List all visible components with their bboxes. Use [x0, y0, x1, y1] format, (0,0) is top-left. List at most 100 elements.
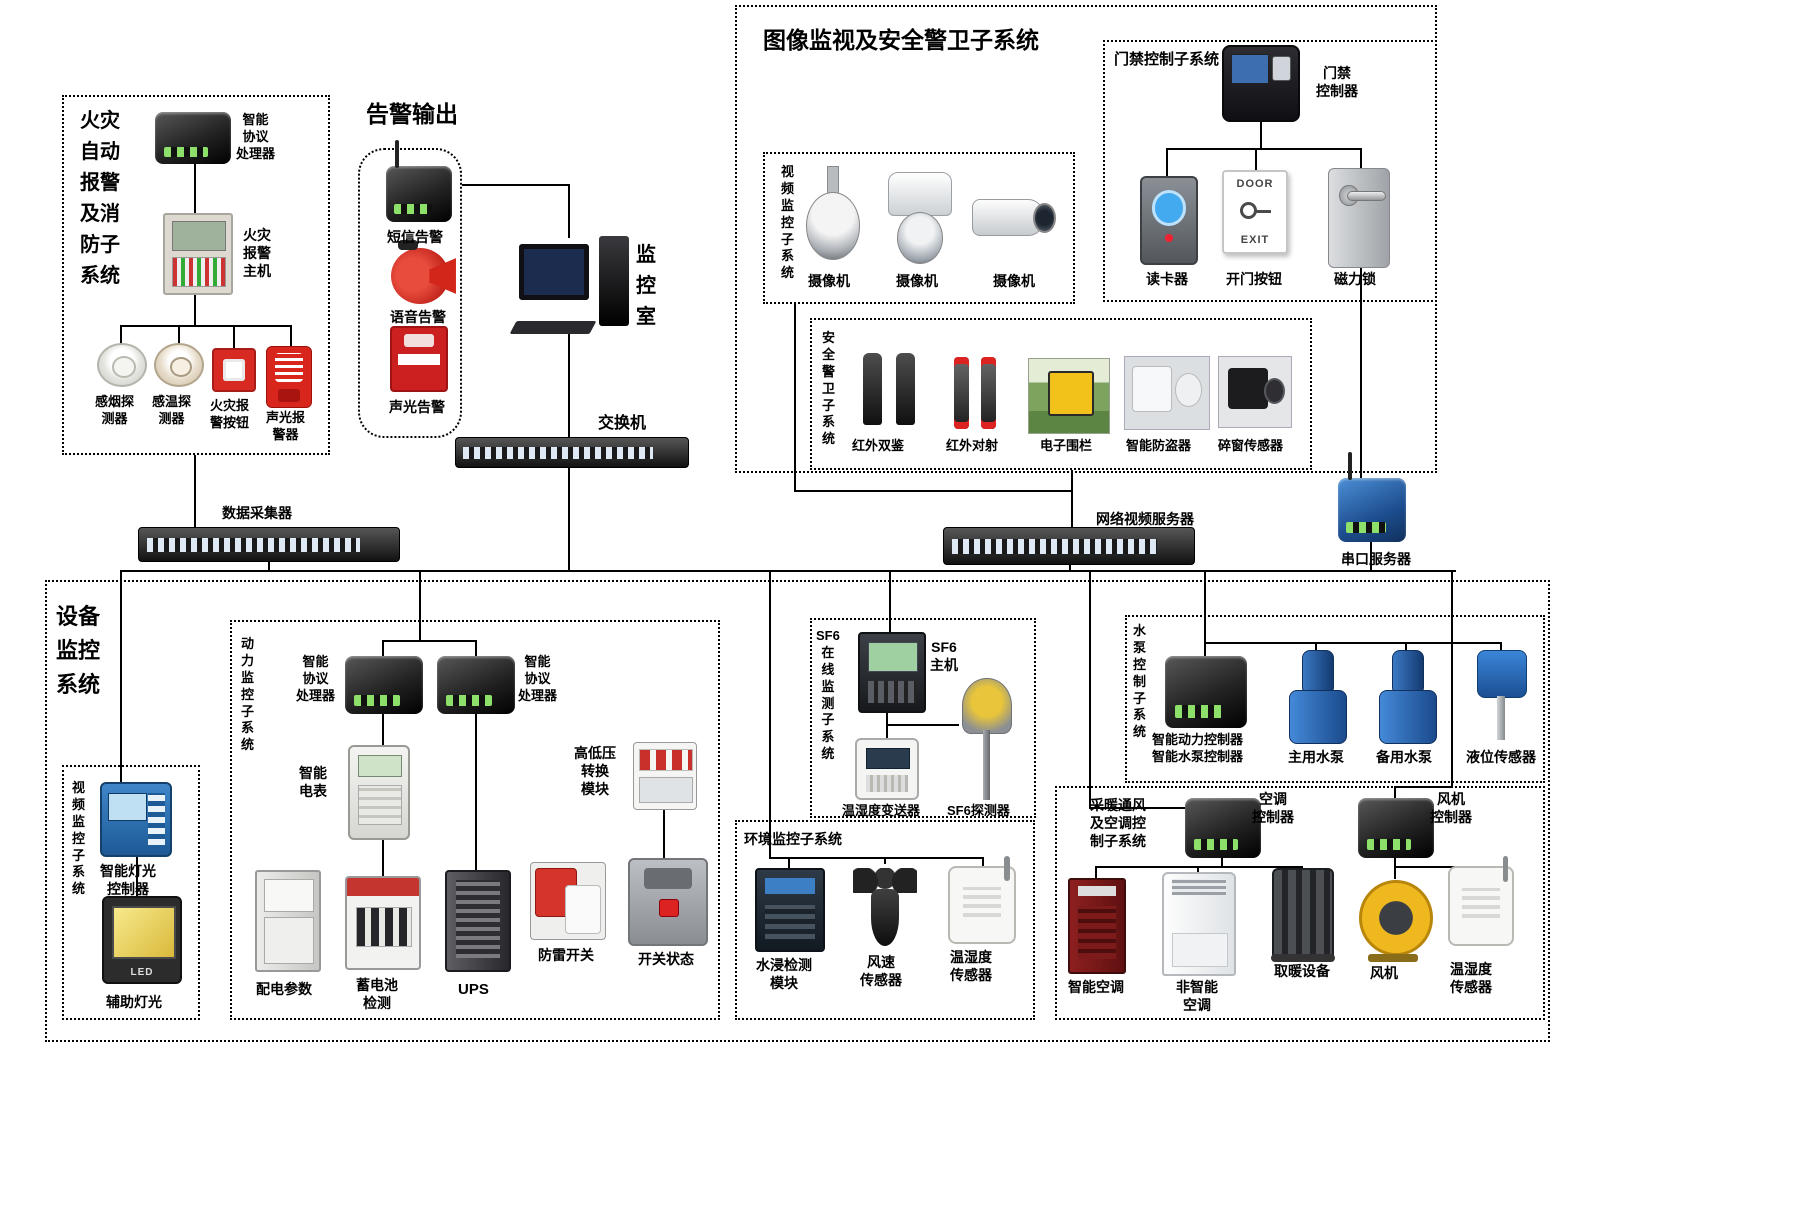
distribution-label: 配电参数	[256, 981, 312, 997]
level-sensor-label: 液位传感器	[1466, 749, 1536, 765]
connector-line	[1069, 565, 1071, 571]
fire-sounder-device	[266, 346, 312, 408]
connector-line	[568, 184, 570, 238]
smart-ac-device	[1068, 878, 1126, 974]
ac-controller-label: 空调 控制器	[1252, 791, 1294, 826]
door-button-exit-text: EXIT	[1240, 234, 1270, 247]
wind-sensor-device	[850, 863, 920, 951]
light-controller-label: 智能灯光 控制器	[100, 863, 156, 898]
connector-line	[382, 640, 384, 657]
equipment-system-box	[45, 580, 1550, 1042]
ir-beam-label: 红外对射	[946, 438, 999, 453]
connector-line	[419, 570, 421, 641]
connector-line	[1394, 786, 1453, 788]
surge-protector-label: 防雷开关	[538, 947, 594, 963]
connector-line	[886, 724, 959, 726]
connector-line	[462, 184, 570, 186]
security-guard-title: 安 全 警 卫 子 系 统	[822, 330, 836, 447]
sound-light-alarm-device	[390, 326, 448, 392]
connector-line	[1500, 642, 1502, 651]
connector-line	[1095, 866, 1303, 868]
connector-line	[1197, 866, 1199, 873]
smart-meter-label: 智能 电表	[299, 765, 327, 800]
equipment-video-title: 视 频 监 控 子 系 统	[72, 780, 86, 897]
core-switch-device	[455, 437, 689, 468]
window-sensor-label: 碎窗传感器	[1218, 438, 1284, 453]
computer-keyboard	[509, 321, 597, 334]
heater-label: 取暖设备	[1274, 963, 1330, 979]
power-monitor-box	[230, 620, 720, 1020]
connector-line	[982, 857, 984, 867]
monitor-room-label: 监 控 室	[636, 244, 656, 328]
fire-alarm-host-device	[163, 213, 233, 295]
fan-controller-label: 风机 控制器	[1430, 791, 1472, 826]
backup-pump-device	[1375, 650, 1439, 746]
env-th-sensor-device	[948, 856, 1016, 944]
connector-line	[788, 857, 790, 869]
electronic-fence-device	[1028, 358, 1110, 434]
ups-label: UPS	[458, 981, 489, 998]
camera1-label: 摄像机	[808, 273, 850, 289]
connector-line	[1089, 570, 1091, 808]
computer-screen	[519, 244, 589, 300]
th-transmitter-device	[855, 738, 919, 800]
hv-module-device	[633, 742, 697, 810]
data-collector-label: 数据采集器	[222, 505, 292, 521]
card-reader-label: 读卡器	[1146, 271, 1188, 287]
connector-line	[1166, 148, 1168, 177]
access-controller-label: 门禁 控制器	[1316, 65, 1358, 100]
fire-sounder-label: 声光报 警器	[266, 410, 306, 442]
distribution-cabinet-device	[255, 870, 321, 972]
breaker-device	[628, 858, 708, 946]
nvr-label: 网络视频服务器	[1096, 511, 1194, 527]
sound-light-alarm-label: 声光告警	[389, 399, 445, 415]
smart-meter-device	[348, 745, 410, 840]
backup-pump-label: 备用水泵	[1376, 749, 1432, 765]
sf6-detector-label: SF6探测器	[947, 803, 1010, 818]
connector-line	[1394, 786, 1396, 799]
pump-controller-label: 智能动力控制器 智能水泵控制器	[1152, 732, 1244, 764]
connector-line	[382, 640, 477, 642]
fire-alarm-host-label: 火灾 报警 主机	[243, 227, 271, 280]
ir-beam-device	[948, 355, 1002, 435]
electronic-fence-label: 电子围栏	[1040, 438, 1093, 453]
water-detector-device	[755, 868, 825, 952]
door-button-device: DOOR EXIT	[1222, 170, 1288, 254]
env-monitor-title: 环境监控子系统	[744, 831, 842, 847]
connector-line	[1221, 857, 1223, 867]
serial-server-label: 串口服务器	[1341, 551, 1411, 567]
alarm-output-title: 告警输出	[366, 101, 458, 127]
smart-ac-label: 智能空调	[1068, 979, 1124, 995]
magnetic-lock-device	[1328, 168, 1390, 268]
connector-line	[194, 295, 196, 326]
sms-alarm-label: 短信告警	[387, 229, 443, 245]
heat-detector-label: 感温探 测器	[152, 394, 192, 426]
fire-alarm-button-device	[212, 348, 256, 392]
th-transmitter-label: 温湿度变送器	[842, 803, 921, 818]
camera-ptz-device	[882, 168, 956, 268]
pump-control-title: 水 泵 控 制 子 系 统	[1133, 623, 1147, 740]
env-monitor-box	[735, 820, 1035, 1020]
access-control-title: 门禁控制子系统	[1114, 51, 1220, 68]
led-floodlight-text: LED	[130, 966, 154, 978]
serial-server-device	[1338, 452, 1406, 542]
connector-line	[120, 325, 122, 344]
security-guard-box	[810, 318, 1312, 470]
plain-ac-label: 非智能 空调	[1176, 979, 1218, 1014]
connector-line	[794, 304, 796, 491]
connector-line	[1370, 542, 1372, 571]
alarm-output-box	[358, 148, 462, 438]
connector-line	[1451, 570, 1453, 787]
surveillance-title: 图像监视及安全警卫子系统	[763, 27, 1039, 53]
ir-dual-label: 红外双鉴	[852, 438, 905, 453]
data-collector-device	[138, 527, 400, 562]
card-reader-device	[1140, 176, 1198, 265]
aux-light-label: 辅助灯光	[106, 994, 162, 1010]
power-monitor-title: 动 力 监 控 子 系 统	[241, 636, 255, 753]
heater-device	[1270, 868, 1336, 963]
connector-line	[475, 713, 477, 871]
sf6-host-device	[858, 632, 926, 713]
camera2-label: 摄像机	[896, 273, 938, 289]
connector-line	[1166, 148, 1362, 150]
connector-line	[475, 640, 477, 657]
